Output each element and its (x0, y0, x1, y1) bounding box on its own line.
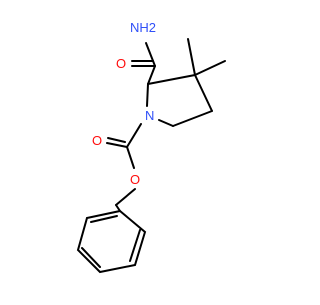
bond-carbamate-carbon-oxygen (106, 142, 128, 148)
bond-c3-methyl-a (187, 38, 196, 76)
bond-n1-carbamate-carbon (126, 123, 142, 148)
bond-c2-c3 (147, 74, 196, 85)
benzene-ring (76, 209, 147, 274)
bond-c4-c5 (172, 110, 213, 127)
atom-label-amide-oxygen: O (116, 56, 126, 71)
bond-c3-c4 (194, 74, 213, 112)
atom-label-nh2: NH2 (130, 20, 156, 35)
bond-ester-oxygen-ch2 (115, 188, 136, 206)
bond-amide-carbon-nh2 (145, 42, 156, 67)
molecule-drawing: NH2 O N O O (76, 20, 226, 274)
bond-n1-c2 (146, 83, 149, 107)
bond-carbamate-carbon-ester-oxygen (126, 146, 135, 169)
atom-label-carbonyl-oxygen: O (92, 133, 102, 148)
bond-c2-amide-carbon (147, 65, 156, 85)
bond-carbamate-carbon-oxygen-double (107, 137, 126, 143)
benzene-inner-bond-b (81, 247, 101, 268)
benzene-inner-bond-a (129, 229, 141, 262)
structure-canvas: NH2 O N O O (76, 20, 226, 274)
bond-ch2-phenyl (115, 204, 121, 212)
bond-layer (76, 38, 226, 274)
atom-label-ring-nitrogen: N (145, 108, 154, 123)
atom-label-ester-oxygen: O (130, 172, 140, 187)
benzene-inner-bond-c (90, 215, 118, 223)
bond-c3-methyl-b (194, 60, 226, 76)
bond-c5-n1 (158, 119, 174, 127)
